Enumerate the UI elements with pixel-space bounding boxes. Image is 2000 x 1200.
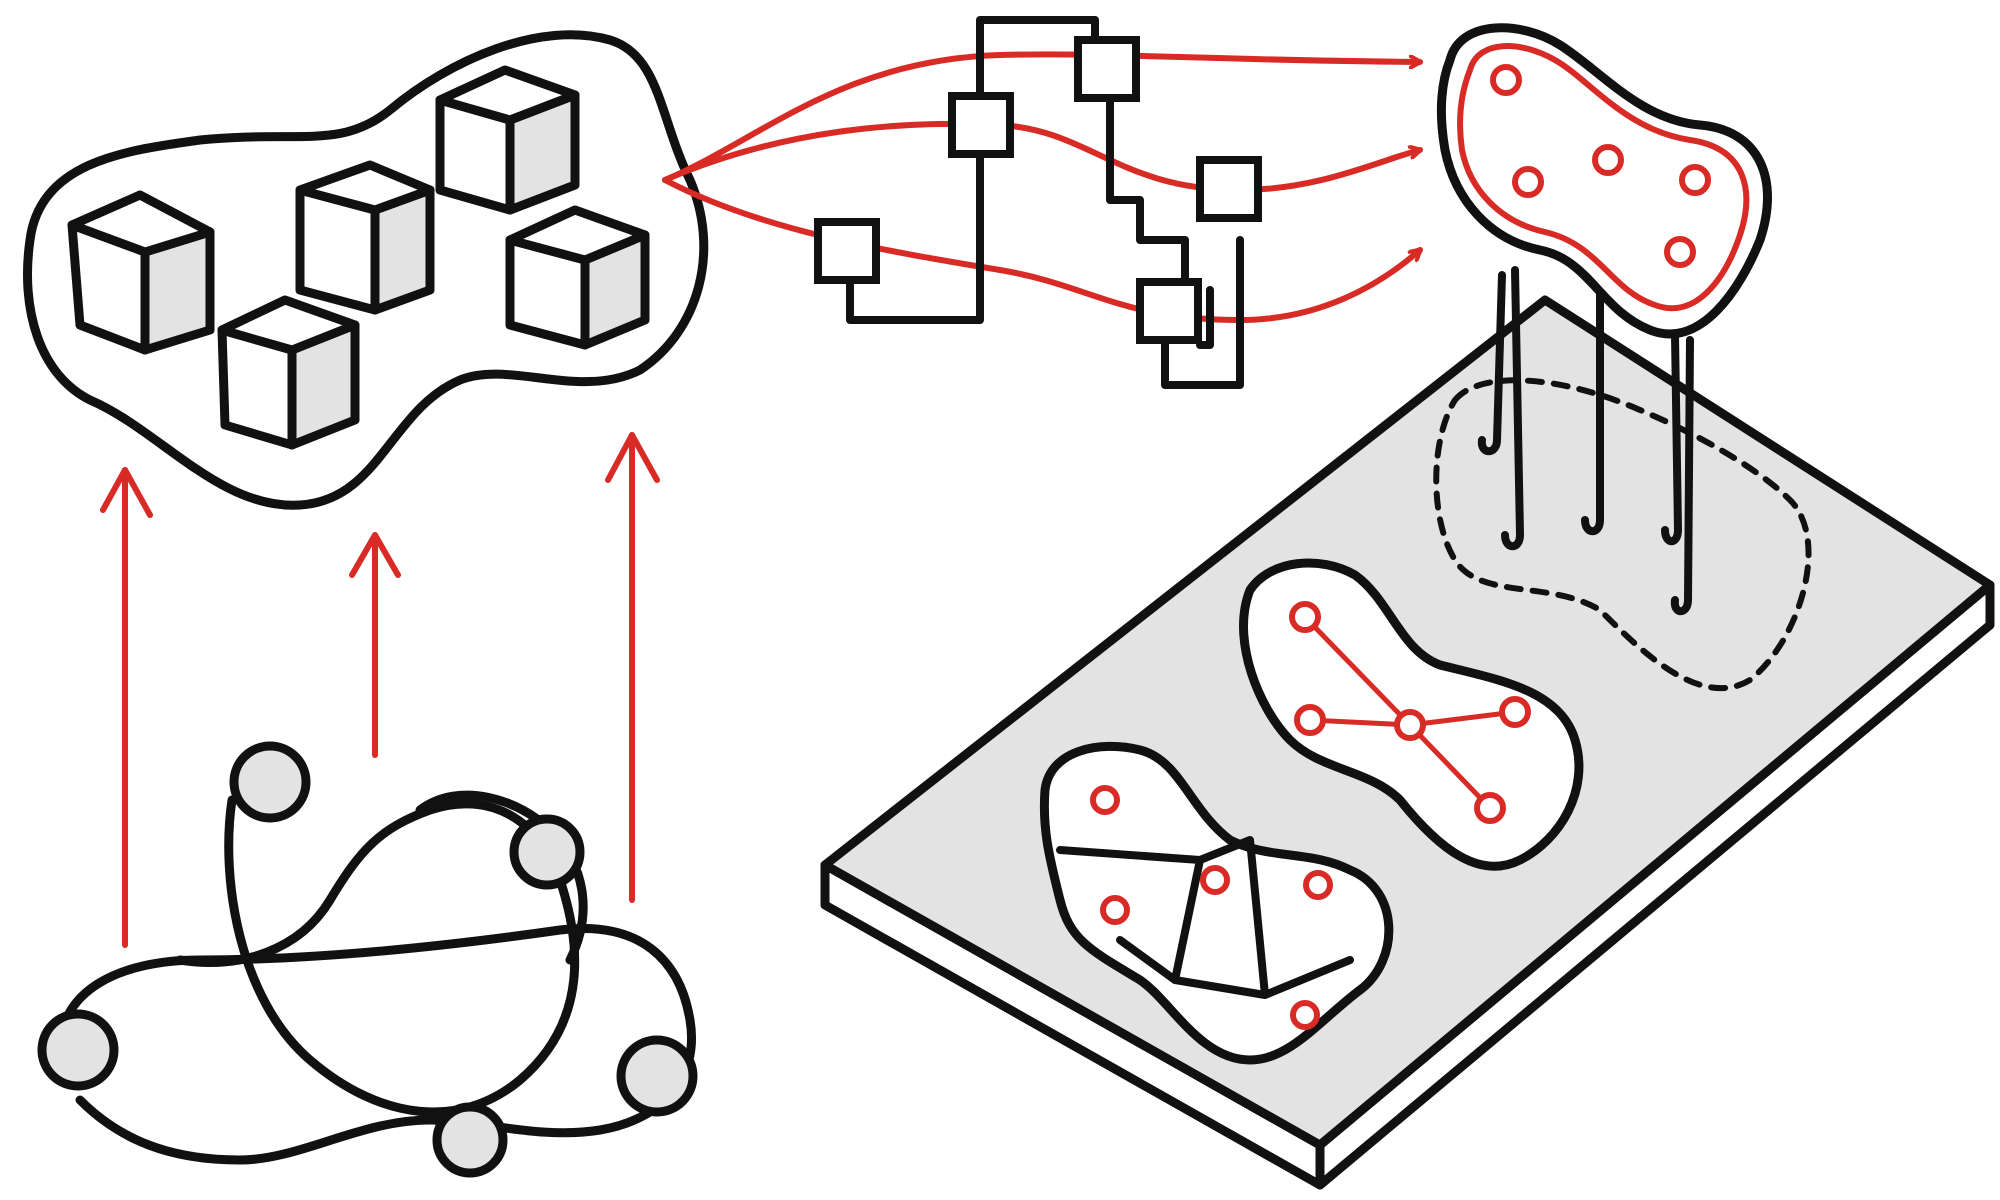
up-arrow-middle-head [349,532,401,578]
cube-1 [67,190,215,355]
floating-point-4 [1679,164,1711,196]
overlapping-sets-group [37,741,698,1178]
circuit-group [814,16,1262,389]
set-loop-b [55,924,696,1165]
cube-3 [217,295,360,450]
circuit-node-4 [1196,156,1262,222]
set-node-left [37,1009,119,1091]
floating-blob-outer [1436,23,1772,339]
dashed-footprint [1433,377,1812,692]
circuit-node-3 [814,218,880,284]
graph-node-4 [1499,696,1531,728]
voronoi-seed-1 [1090,785,1120,815]
overlap-shaded-region [285,853,567,1091]
flow-curve-top [662,51,1423,183]
floating-point-3 [1592,144,1624,176]
graph-node-1 [1289,601,1321,633]
voronoi-seed-2 [1100,895,1130,925]
cube-cluster-blob [23,30,709,510]
platform-group [820,266,1995,1190]
voronoi-region [1039,741,1394,1065]
floating-result-group [1436,23,1772,339]
voronoi-edges [1056,836,1354,999]
floating-point-1 [1490,64,1522,96]
projection-pins [1477,266,1694,616]
circuit-node-5 [1136,278,1202,344]
circuit-wire-main [846,16,1244,389]
voronoi-seed-3 [1200,865,1230,895]
set-node-top-right [509,814,585,890]
floating-point-5 [1664,236,1696,268]
graph-region [1239,558,1584,871]
set-node-right [616,1035,698,1117]
flow-curves-group [662,51,1423,323]
cube-5 [505,205,650,350]
flow-curve-middle [662,120,1423,193]
cube-cluster-group [23,30,709,510]
voronoi-seed-4 [1303,870,1333,900]
flow-curve-bottom [662,177,1423,323]
up-arrow-left-head [100,467,153,518]
circuit-node-1 [1074,36,1140,102]
floating-blob-inner [1457,43,1750,312]
graph-node-3 [1394,709,1426,741]
voronoi-seed-5 [1290,1000,1320,1030]
graph-node-5 [1474,792,1506,824]
up-arrow-right-head [605,432,660,483]
graph-node-2 [1294,704,1326,736]
floating-point-2 [1512,166,1544,198]
cube-4 [435,65,580,215]
set-node-top [229,741,311,823]
cube-2 [295,160,435,315]
upward-arrows-group [100,432,660,948]
set-node-bottom [432,1102,508,1178]
circuit-node-2 [948,92,1014,158]
